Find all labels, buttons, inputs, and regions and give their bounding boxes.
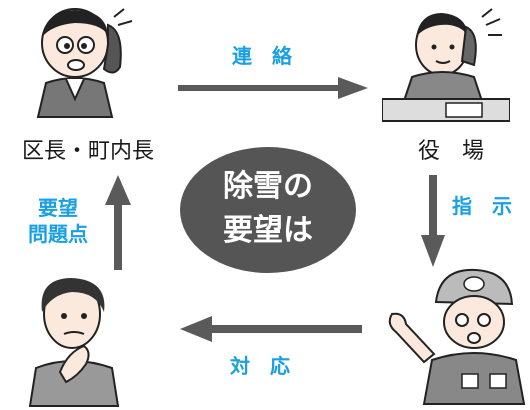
- center-title: 除雪の 要望は: [178, 165, 358, 253]
- arrow-down-instruction: [421, 175, 445, 267]
- arrow-up-request: [105, 175, 131, 270]
- node-label-ward-leader: 区長・町内長: [22, 139, 155, 164]
- arrow-label-response: 対 応: [230, 354, 290, 378]
- arrow-label-request-line2: 問題点: [28, 222, 88, 246]
- construction-worker-icon: [384, 262, 526, 406]
- office-worker-on-phone-icon: [382, 5, 510, 123]
- person-on-phone-icon: [20, 5, 140, 120]
- arrow-label-request-line1: 要望: [38, 196, 78, 220]
- arrow-label-request: 要望 問題点: [22, 195, 94, 247]
- center-title-line2: 要望は: [223, 213, 313, 248]
- node-label-town-office: 役 場: [418, 139, 485, 164]
- center-title-line1: 除雪の: [223, 169, 313, 204]
- arrow-left-response: [180, 316, 362, 342]
- arrow-right-contact: [178, 77, 368, 99]
- center-ellipse: [178, 145, 358, 275]
- thinking-resident-icon: [20, 272, 130, 408]
- arrow-label-contact: 連 絡: [232, 44, 292, 68]
- arrow-label-instruction: 指 示: [452, 194, 512, 218]
